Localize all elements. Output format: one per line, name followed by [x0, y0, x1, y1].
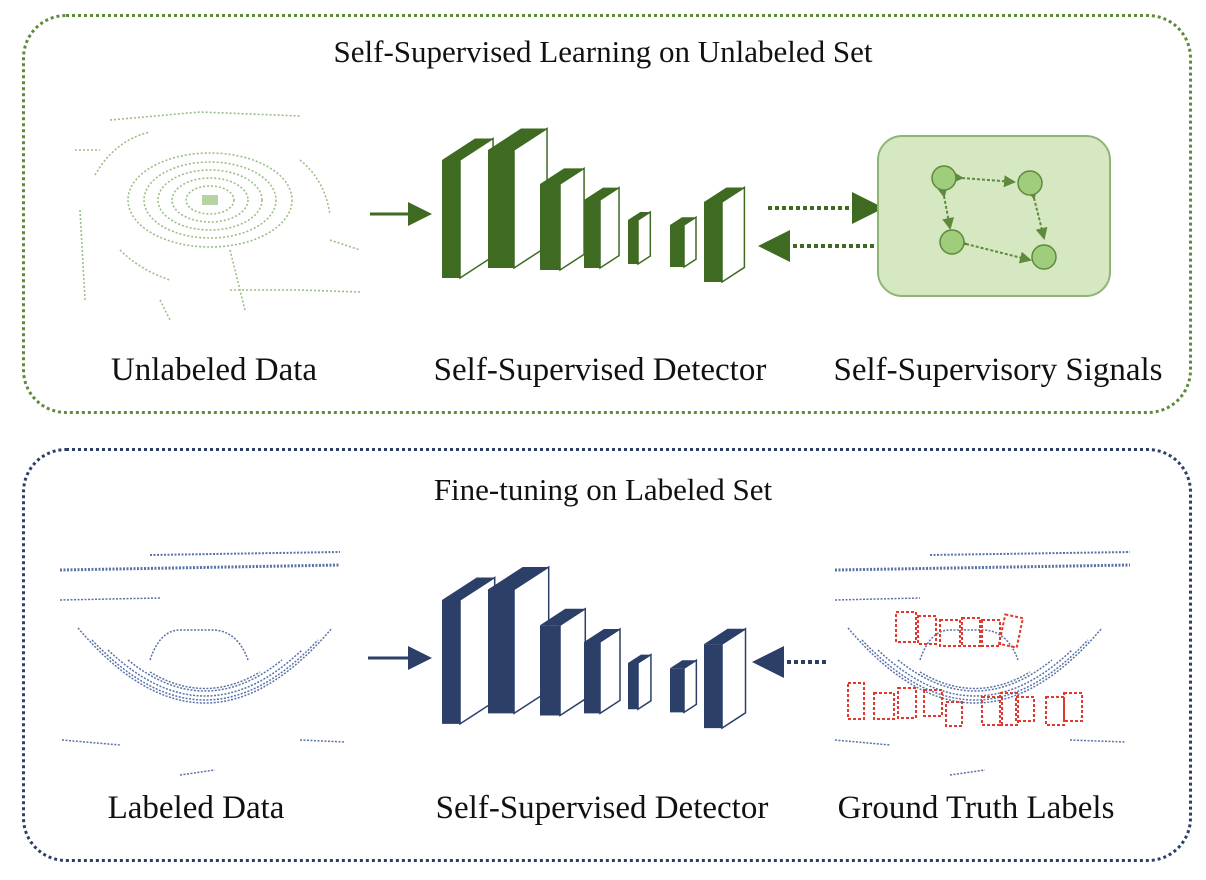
unlabeled-data-label: Unlabeled Data [110, 352, 318, 388]
detector-layer-top [670, 660, 697, 669]
detector-layer-front [704, 644, 722, 729]
detector-layer-side [721, 186, 746, 284]
detector-layer-front [670, 668, 684, 713]
detector-layer-top [584, 187, 620, 200]
detector-layer-top [540, 608, 586, 626]
ground-truth-point-cloud [834, 551, 1131, 776]
labeled-data-label: Labeled Data [107, 790, 285, 826]
signal-graph [877, 135, 1111, 297]
detector-layer-front [628, 220, 638, 264]
detector-layer-top [442, 577, 495, 600]
detector-layer-top [584, 629, 620, 642]
fine-tuning-title: Fine-tuning on Labeled Set [433, 472, 773, 507]
detector-layer-top [704, 187, 745, 202]
detector-layer-top [628, 211, 651, 220]
fine-tuning-panel [22, 448, 1192, 862]
detector-layer-front [540, 625, 560, 716]
detector-layer-top [670, 217, 696, 225]
detector-layer-side [637, 653, 652, 711]
detector-layer-top [442, 138, 494, 160]
detector-layer-front [704, 202, 722, 282]
detector-layer-side [559, 607, 587, 717]
detector-layer-side [599, 186, 620, 270]
detector-layer-front [540, 184, 560, 270]
ground-truth-boxes [847, 611, 1083, 727]
detector-layer-side [559, 166, 585, 272]
detector-layer-top [540, 168, 585, 184]
signals-label: Self-Supervisory Signals [833, 352, 1163, 388]
self-supervised-panel [22, 14, 1192, 414]
detector-layer-side [683, 658, 698, 714]
detector-layer-front [670, 225, 684, 267]
detector-layer-top [704, 628, 746, 645]
unlabeled-point-cloud [75, 111, 361, 321]
ground-truth-label: Ground Truth Labels [837, 790, 1115, 826]
detector-layer-front [442, 600, 460, 724]
detector-layer-front [442, 160, 460, 278]
detector-layer-front [488, 589, 514, 714]
detector-network-top [442, 127, 746, 284]
detector-layer-top [488, 128, 548, 150]
detector-layer-side [683, 215, 697, 269]
detector-layer-front [584, 200, 600, 268]
detector-network-bottom [442, 565, 747, 730]
detector-layer-side [721, 627, 747, 730]
detector-layer-front [488, 150, 514, 268]
detector-label-bottom: Self-Supervised Detector [435, 790, 769, 826]
detector-layer-front [584, 642, 600, 714]
labeled-point-cloud [59, 551, 346, 776]
detector-layer-side [637, 210, 652, 266]
self-supervised-title: Self-Supervised Learning on Unlabeled Se… [333, 34, 873, 69]
detector-layer-side [599, 627, 621, 715]
detector-label-top: Self-Supervised Detector [433, 352, 767, 388]
ego-vehicle-icon [202, 195, 218, 205]
detector-layer-top [628, 654, 651, 663]
detector-layer-top [488, 566, 549, 590]
detector-layer-front [628, 663, 638, 710]
